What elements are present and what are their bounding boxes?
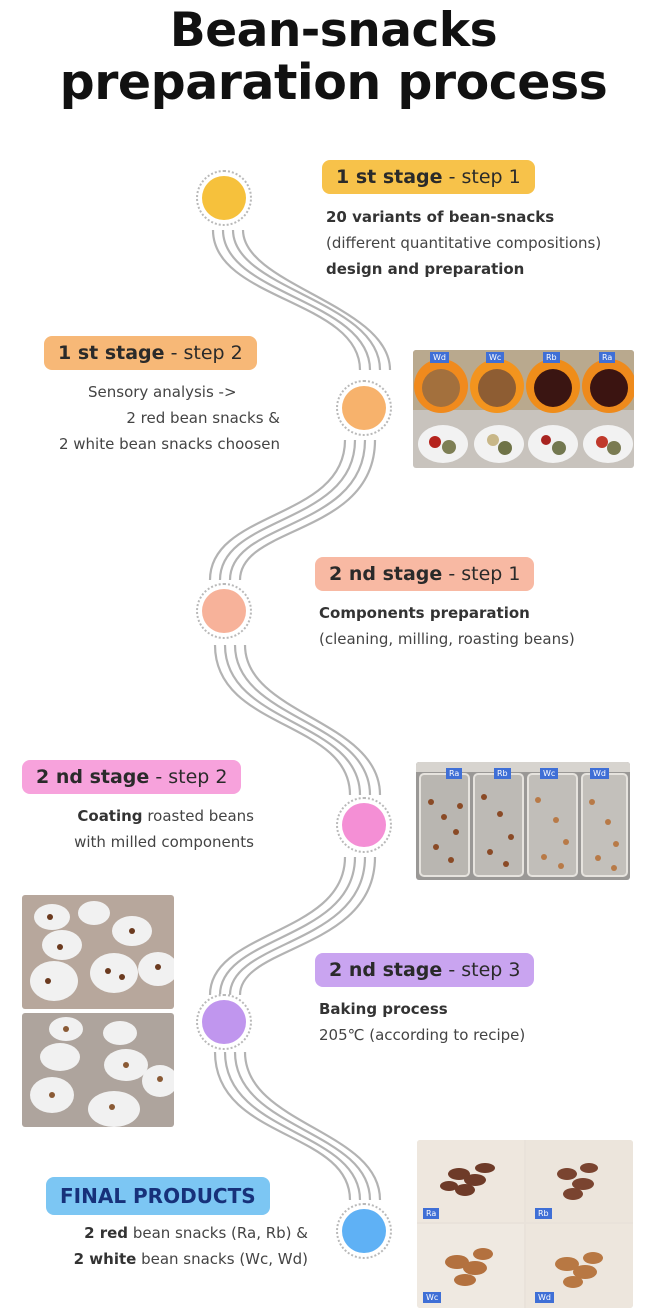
desc-line: Components preparation bbox=[319, 604, 530, 622]
sample-tag: Wd bbox=[590, 768, 609, 779]
final-bold-1: 2 red bbox=[84, 1224, 129, 1242]
final-line-1: 2 red bean snacks (Ra, Rb) & bbox=[6, 1220, 308, 1246]
step-name: - step 3 bbox=[448, 959, 521, 981]
final-rest-1: bean snacks (Ra, Rb) & bbox=[128, 1224, 308, 1242]
step-dot-2 bbox=[342, 386, 386, 430]
desc-line: 20 variants of bean-snacks bbox=[326, 208, 555, 226]
sample-tag: Wc bbox=[540, 768, 559, 779]
desc-line: (different quantitative compositions) bbox=[326, 234, 602, 252]
step-name: - step 1 bbox=[448, 563, 521, 585]
desc-line: Coating roasted beans bbox=[77, 807, 254, 825]
step-description-1: 20 variants of bean-snacks (different qu… bbox=[326, 204, 601, 282]
sample-tag: Wd bbox=[430, 352, 449, 363]
sample-tag: Wd bbox=[535, 1292, 554, 1303]
title-line-2: preparation process bbox=[59, 54, 608, 112]
title-line-1: Bean-snacks bbox=[169, 3, 498, 58]
sample-tag: Wc bbox=[423, 1292, 442, 1303]
stage-label-3: 2 nd stage - step 1 bbox=[315, 557, 535, 591]
step-dot-1 bbox=[202, 176, 246, 220]
step-dot-3 bbox=[202, 589, 246, 633]
desc-line: 205℃ (according to recipe) bbox=[319, 1026, 526, 1044]
step-description-5: Baking process 205℃ (according to recipe… bbox=[319, 996, 525, 1048]
trays-photo: Ra Rb Wc Wd bbox=[416, 762, 630, 880]
stage-name: 2 nd stage bbox=[329, 563, 443, 585]
final-dot bbox=[342, 1209, 386, 1253]
final-products-label: FINAL PRODUCTS bbox=[46, 1177, 270, 1215]
desc-line: 2 red bean snacks & bbox=[126, 409, 280, 427]
step-name: - step 1 bbox=[448, 166, 521, 188]
samples-photo: Wd Wc Rb Ra bbox=[413, 350, 634, 468]
step-node-3 bbox=[196, 583, 252, 639]
step-dot-4 bbox=[342, 803, 386, 847]
step-node-2 bbox=[336, 380, 392, 436]
trays-photo-image bbox=[416, 762, 630, 877]
stage-name: 2 nd stage bbox=[36, 766, 150, 788]
final-bold-2: 2 white bbox=[73, 1250, 137, 1268]
sample-tag: Ra bbox=[599, 352, 616, 363]
stage-name: 2 nd stage bbox=[329, 959, 443, 981]
final-description: 2 red bean snacks (Ra, Rb) & 2 white bea… bbox=[6, 1220, 308, 1272]
samples-photo-image bbox=[413, 350, 634, 463]
desc-line: 2 white bean snacks choosen bbox=[58, 435, 280, 453]
desc-line: with milled components bbox=[74, 833, 254, 851]
page-title: Bean-snacks preparation process bbox=[0, 6, 667, 109]
desc-line: Sensory analysis -> bbox=[88, 383, 237, 401]
sample-tag: Ra bbox=[423, 1208, 440, 1219]
final-line-2: 2 white bean snacks (Wc, Wd) bbox=[6, 1246, 308, 1272]
sample-tag: Rb bbox=[535, 1208, 552, 1219]
plates-photo-top-image bbox=[30, 901, 174, 1001]
stage-label-4: 2 nd stage - step 2 bbox=[22, 760, 242, 794]
final-products-photo: Ra Rb Wc Wd bbox=[417, 1140, 633, 1308]
desc-line: Baking process bbox=[319, 1000, 448, 1018]
stage-label-2: 1 st stage - step 2 bbox=[44, 336, 257, 370]
final-node bbox=[336, 1203, 392, 1259]
final-products-photo-image bbox=[417, 1140, 633, 1308]
step-node-1 bbox=[196, 170, 252, 226]
stage-name: 1 st stage bbox=[336, 166, 443, 188]
stage-name: 1 st stage bbox=[58, 342, 165, 364]
sample-tag: Rb bbox=[543, 352, 560, 363]
desc-line: (cleaning, milling, roasting beans) bbox=[319, 630, 575, 648]
desc-bold-word: Coating bbox=[77, 807, 143, 825]
step-description-2: Sensory analysis -> 2 red bean snacks & … bbox=[10, 379, 280, 457]
step-description-4: Coating roasted beans with milled compon… bbox=[10, 803, 254, 855]
plates-photo-bottom-image bbox=[30, 1017, 174, 1127]
stage-label-5: 2 nd stage - step 3 bbox=[315, 953, 535, 987]
plates-photo-bottom bbox=[22, 1013, 174, 1127]
stage-label-1: 1 st stage - step 1 bbox=[322, 160, 535, 194]
step-dot-5 bbox=[202, 1000, 246, 1044]
step-name: - step 2 bbox=[155, 766, 228, 788]
step-name: - step 2 bbox=[170, 342, 243, 364]
sample-tag: Ra bbox=[446, 768, 463, 779]
plates-photo-top bbox=[22, 895, 174, 1009]
desc-line: design and preparation bbox=[326, 260, 525, 278]
step-description-3: Components preparation (cleaning, millin… bbox=[319, 600, 575, 652]
step-node-4 bbox=[336, 797, 392, 853]
final-rest-2: bean snacks (Wc, Wd) bbox=[136, 1250, 308, 1268]
sample-tag: Wc bbox=[486, 352, 505, 363]
sample-tag: Rb bbox=[494, 768, 511, 779]
step-node-5 bbox=[196, 994, 252, 1050]
